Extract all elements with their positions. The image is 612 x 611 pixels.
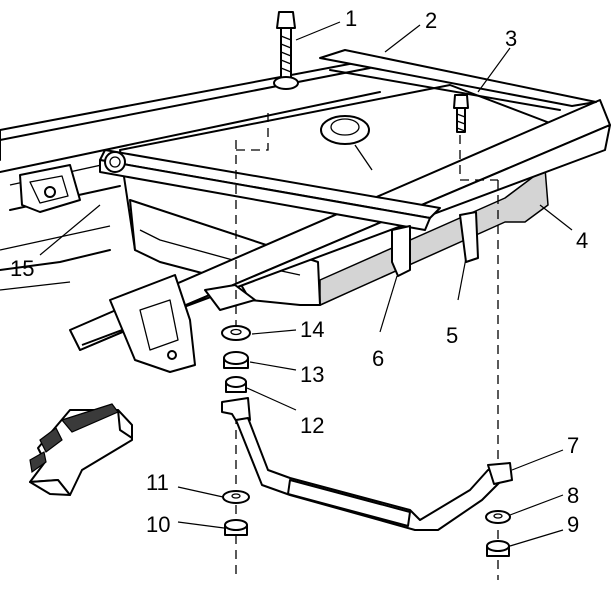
callout-12: 12 — [300, 413, 324, 438]
washer-11 — [222, 490, 250, 504]
nut-10 — [224, 519, 248, 536]
strap-clip-6 — [391, 225, 411, 277]
bolt-3 — [453, 94, 469, 133]
callout-6: 6 — [372, 346, 384, 371]
leader-lines — [39, 21, 573, 547]
bolt-1 — [273, 11, 299, 90]
callout-11: 11 — [146, 470, 169, 495]
front-direction-arrow-icon — [29, 403, 133, 496]
callout-1: 1 — [345, 6, 357, 31]
callout-15: 15 — [10, 256, 34, 281]
frame-mount-bracket — [19, 164, 81, 213]
washer-14 — [221, 325, 251, 341]
callout-3: 3 — [505, 26, 517, 51]
strap-clip-5 — [459, 211, 479, 263]
callout-5: 5 — [446, 323, 458, 348]
tank-hanger-bracket-left — [109, 274, 256, 373]
callout-14: 14 — [300, 317, 324, 342]
callout-9: 9 — [567, 512, 579, 537]
fuel-tank-strap — [221, 397, 513, 531]
washer-8 — [485, 510, 511, 524]
callout-13: 13 — [300, 362, 324, 387]
callout-2: 2 — [425, 8, 437, 33]
spacer-12 — [225, 376, 247, 393]
callout-10: 10 — [146, 512, 170, 537]
nut-9 — [486, 540, 510, 557]
callout-7: 7 — [567, 433, 579, 458]
callout-8: 8 — [567, 483, 579, 508]
callout-4: 4 — [576, 228, 588, 253]
nut-13 — [223, 351, 249, 369]
